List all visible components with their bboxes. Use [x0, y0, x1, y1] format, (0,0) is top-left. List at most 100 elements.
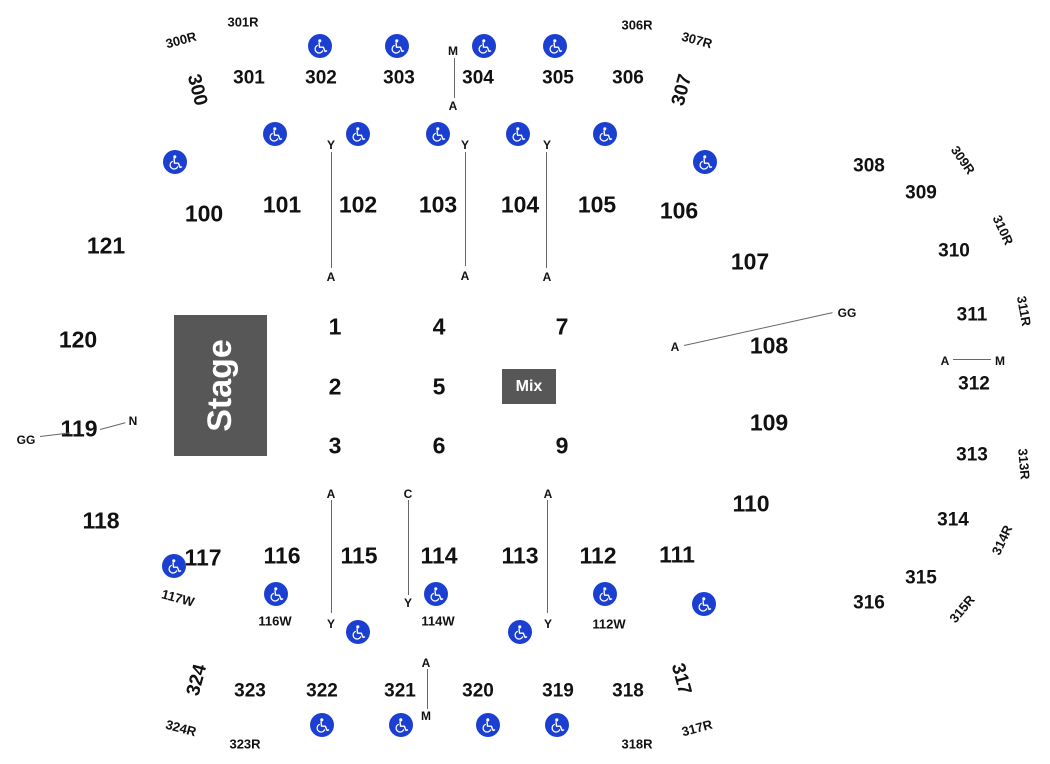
section-319[interactable]: 319: [542, 680, 574, 702]
section-302[interactable]: 302: [305, 67, 337, 89]
section-107[interactable]: 107: [730, 248, 770, 275]
label-117w: 117W: [160, 586, 196, 610]
wheelchair-accessible-icon: [426, 122, 450, 146]
row-103-bottom: A: [460, 269, 470, 283]
label-307r: 307R: [680, 28, 714, 52]
wheelchair-accessible-icon: [385, 34, 409, 58]
section-1[interactable]: 1: [328, 313, 342, 340]
section-309[interactable]: 309: [905, 182, 937, 204]
section-313[interactable]: 313: [956, 444, 988, 466]
wheelchair-accessible-icon: [692, 592, 716, 616]
section-310[interactable]: 310: [938, 240, 970, 262]
section-312[interactable]: 312: [958, 373, 990, 395]
mix-booth[interactable]: Mix: [502, 369, 556, 404]
section-112[interactable]: 112: [579, 542, 617, 569]
section-7[interactable]: 7: [555, 313, 569, 340]
section-106[interactable]: 106: [659, 197, 699, 224]
section-303[interactable]: 303: [383, 67, 415, 89]
wheelchair-accessible-icon: [389, 713, 413, 737]
section-119[interactable]: 119: [60, 415, 98, 442]
section-311[interactable]: 311: [956, 304, 988, 326]
section-104[interactable]: 104: [500, 191, 540, 218]
section-318[interactable]: 318: [612, 680, 644, 702]
section-300[interactable]: 300: [182, 71, 212, 109]
wheelchair-accessible-icon: [543, 34, 567, 58]
section-304[interactable]: 304: [462, 67, 494, 89]
label-112w: 112W: [592, 616, 626, 632]
row-104-bottom: A: [542, 270, 552, 284]
label-309r: 309R: [947, 142, 979, 178]
row-102-top: Y: [326, 138, 336, 152]
section-321[interactable]: 321: [384, 680, 416, 702]
section-307[interactable]: 307: [667, 71, 697, 109]
section-324[interactable]: 324: [182, 661, 212, 699]
label-116w: 116W: [258, 613, 292, 629]
row-104-top: Y: [542, 138, 552, 152]
row-line-115: [331, 500, 332, 613]
section-105[interactable]: 105: [577, 191, 617, 218]
row-line-113: [547, 500, 548, 613]
label-301r: 301R: [227, 14, 259, 30]
row-321-top: A: [421, 656, 431, 670]
section-308[interactable]: 308: [853, 155, 885, 177]
section-4[interactable]: 4: [432, 313, 446, 340]
section-108[interactable]: 108: [749, 332, 789, 359]
section-117[interactable]: 117: [184, 544, 222, 571]
section-110[interactable]: 110: [732, 490, 770, 517]
section-111[interactable]: 111: [659, 541, 695, 568]
wheelchair-accessible-icon: [263, 122, 287, 146]
section-323[interactable]: 323: [234, 680, 266, 702]
wheelchair-accessible-icon: [472, 34, 496, 58]
section-103[interactable]: 103: [418, 191, 458, 218]
section-121[interactable]: 121: [86, 232, 126, 259]
label-323r: 323R: [229, 736, 261, 752]
wheelchair-accessible-icon: [506, 122, 530, 146]
label-306r: 306R: [621, 17, 653, 33]
wheelchair-accessible-icon: [346, 122, 370, 146]
label-324r: 324R: [164, 716, 198, 740]
section-116[interactable]: 116: [263, 542, 301, 569]
row-102-bottom: A: [326, 270, 336, 284]
section-305[interactable]: 305: [542, 67, 574, 89]
section-102[interactable]: 102: [338, 191, 378, 218]
section-2[interactable]: 2: [328, 373, 342, 400]
section-314[interactable]: 314: [937, 509, 969, 531]
stage[interactable]: Stage: [174, 315, 267, 456]
section-315[interactable]: 315: [905, 567, 937, 589]
row-119-right: N: [128, 414, 138, 428]
section-5[interactable]: 5: [432, 373, 446, 400]
section-114[interactable]: 114: [420, 542, 458, 569]
section-316[interactable]: 316: [853, 592, 885, 614]
row-108-right: GG: [837, 306, 857, 320]
wheelchair-accessible-icon: [476, 713, 500, 737]
row-113-top: A: [543, 487, 553, 501]
section-322[interactable]: 322: [306, 680, 338, 702]
section-317[interactable]: 317: [666, 660, 696, 698]
section-120[interactable]: 120: [58, 326, 98, 353]
row-103-top: Y: [460, 138, 470, 152]
section-115[interactable]: 115: [340, 542, 378, 569]
row-line-304: [454, 58, 455, 98]
wheelchair-accessible-icon: [264, 582, 288, 606]
row-line-103: [465, 152, 466, 266]
section-109[interactable]: 109: [749, 409, 789, 436]
mix-label: Mix: [515, 377, 543, 395]
wheelchair-accessible-icon: [162, 554, 186, 578]
section-113[interactable]: 113: [501, 542, 539, 569]
wheelchair-accessible-icon: [308, 34, 332, 58]
section-320[interactable]: 320: [462, 680, 494, 702]
section-100[interactable]: 100: [184, 200, 224, 227]
section-306[interactable]: 306: [612, 67, 644, 89]
row-line-321: [427, 669, 428, 709]
label-318r: 318R: [621, 736, 653, 752]
label-114w: 114W: [421, 613, 455, 629]
label-310r: 310R: [989, 212, 1017, 248]
section-6[interactable]: 6: [432, 432, 446, 459]
section-101[interactable]: 101: [262, 191, 302, 218]
section-3[interactable]: 3: [328, 432, 342, 459]
section-9[interactable]: 9: [555, 432, 569, 459]
section-118[interactable]: 118: [82, 507, 120, 534]
wheelchair-accessible-icon: [593, 582, 617, 606]
section-301[interactable]: 301: [233, 67, 265, 89]
